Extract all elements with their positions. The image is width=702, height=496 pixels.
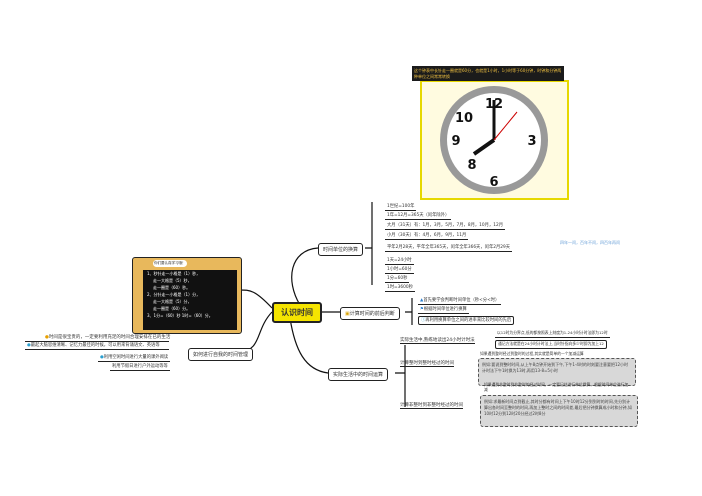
sub-topic[interactable]: 计算整时到整时经过的时间: [400, 361, 454, 367]
note-box: 例如:求最新时间点到截止,其时分都有时间上下午10时12分到到时的时间,先分别计…: [480, 395, 638, 427]
leaf: 利用节假日进行户外运动等等: [110, 364, 170, 371]
board-line: 3、1分=（60）秒 1时=（60）分。: [147, 313, 213, 318]
leaf: 通记方法就是在24小时计时法上,当时针指向多少时即为加上12: [495, 340, 607, 349]
cartoon-bubble: 你们要认真学习哦！: [153, 260, 187, 267]
blackboard-image: 你们要认真学习哦！ 1、秒针走一小格是（1）秒， 走一大格是（5）秒， 走一圈是…: [132, 257, 242, 334]
leaf: 1时=3600秒: [385, 285, 415, 292]
blackboard: 1、秒针走一小格是（1）秒， 走一大格是（5）秒， 走一圈是（60）秒。 2、分…: [143, 270, 237, 330]
branch-time-order[interactable]: ▣计算时间的前后判断: [340, 307, 400, 320]
clock-caption: 这个钟表中长针走一圈就是60分，也就是1小时，1小时等于60分钟，时钟和分钟两种…: [412, 66, 564, 81]
leaf: 1分=60秒: [385, 276, 410, 283]
central-topic[interactable]: 认识时间: [272, 302, 322, 323]
leaf: 1年=12月=365天（闰年除外）: [385, 213, 452, 220]
svg-text:10: 10: [455, 111, 473, 126]
leaf: 1小时=60分: [385, 267, 414, 274]
svg-text:9: 9: [451, 134, 460, 149]
tip: 如果遇到非整时到非整时的经过时间，一定要记住进行单位换算，根据时间单位进行加减: [484, 382, 629, 392]
leaf: ●利用空闲时间进行大量的课外阅读: [98, 355, 171, 362]
branch-daily-calculation[interactable]: 实际生活中的时间运算: [328, 368, 389, 381]
board-line: 走一圈是（60）秒。: [153, 285, 191, 290]
leaf: ⚑根据时间单位进行换算: [418, 307, 469, 314]
leaf: 以12时为分界点,低的都按照表上刻度为1-24小时计时法即为12时: [495, 330, 610, 338]
leap-year-note: 四年一闰，百年不闰，四百年再闰: [560, 240, 620, 245]
svg-text:8: 8: [467, 158, 476, 173]
leaf: ●最起大脑思维清晰、记忆力最佳的时候，可以用来背诵语文、英语等: [25, 341, 169, 350]
note-icon: ▣: [345, 311, 350, 317]
branch-time-management[interactable]: 如何进行自我的时间管理: [188, 348, 254, 361]
board-line: 1、秒针走一小格是（1）秒，: [147, 271, 201, 276]
help-icon: ●: [27, 343, 31, 348]
leaf: 平年2月28天，平年全年365天，闰年全年366天，闰年2月29天: [385, 245, 513, 252]
svg-text:6: 6: [489, 175, 498, 190]
svg-text:3: 3: [527, 134, 536, 149]
leaf: ⓘ再利用换算单位之间的进率来比较时间的先后: [418, 316, 515, 325]
flag-icon: ⚑: [420, 307, 424, 312]
board-line: 2、分针走一小格是（1）分，: [147, 292, 201, 297]
leaf: ▲首先要学会判断时间单位（秒<分<时）: [418, 298, 502, 305]
clock-icon: 12 3 6 98 10: [440, 86, 548, 194]
help-icon: ●: [100, 355, 104, 360]
leaf: 1天=24小时: [385, 258, 414, 265]
sub-topic[interactable]: 计算非整时到非整时经过的时间: [400, 403, 463, 409]
sub-topic[interactable]: 实际生活中,熟练地读出24小时计时法: [400, 338, 475, 344]
board-line: 走一大格是（5）分，: [153, 299, 192, 304]
leaf: ●时间是很宝贵的，一定要利用充足的时间合理安排在已的生活: [45, 335, 171, 340]
person-icon: ▲: [420, 298, 424, 303]
board-line: 走一圈是（60）分。: [153, 306, 191, 311]
branch-unit-conversion[interactable]: 时间单位的换算: [318, 243, 364, 256]
info-icon: ⓘ: [421, 318, 426, 323]
note-box: 例如:要说到整时时间,从上午8点钟开始到下午,下午1-4时的时刻要注意要把12小…: [478, 358, 636, 386]
svg-text:12: 12: [485, 97, 503, 112]
leaf: 大月（31天）有：1月，3月，5月，7月，8月，10月，12月: [385, 223, 506, 230]
leaf: 小月（30天）有：4月，6月，9月，11月: [385, 233, 469, 240]
tip: 如果遇到整时经过到整时的过程,其实就是简单的一个加减运算: [480, 351, 584, 356]
smile-icon: ●: [45, 335, 49, 340]
board-line: 走一大格是（5）秒，: [153, 278, 192, 283]
leaf: 1世纪=100年: [385, 204, 417, 211]
